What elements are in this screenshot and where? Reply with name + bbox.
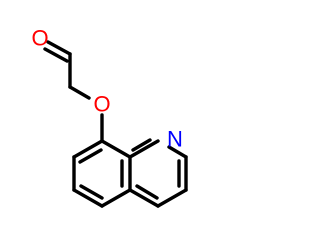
ring-nitrogen-label: N [167,127,183,152]
pyridine-ring [128,138,188,208]
atom-aldehyde-oxygen: O [31,26,48,51]
aldehyde-oxygen-label: O [31,26,48,51]
bond-carbonyl-double [43,40,72,63]
bond-ch2-ether-o [68,85,91,100]
atom-ring-nitrogen: N [167,127,183,152]
benzene-ring [72,139,132,208]
atom-ether-oxygen: O [93,92,110,117]
molecule-structure-diagram: O O N [31,26,188,208]
ether-oxygen-label: O [93,92,110,117]
